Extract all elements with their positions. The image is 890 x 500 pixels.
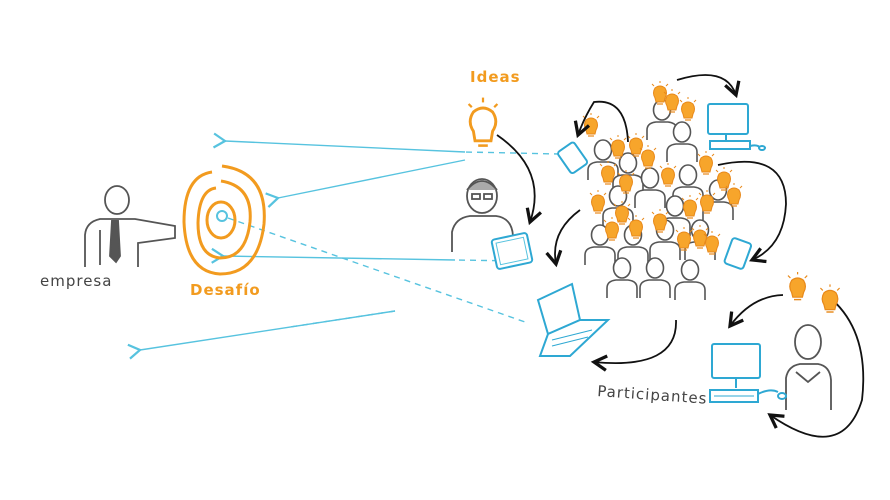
ideas-label: Ideas bbox=[470, 68, 521, 86]
curved-arrow-top bbox=[676, 74, 741, 99]
smartphone-icon-top bbox=[557, 141, 589, 175]
idea-bulbs-participant bbox=[787, 271, 841, 313]
arrow-to-target-lower bbox=[211, 247, 456, 264]
participantes-label: Participantes bbox=[597, 382, 708, 408]
participant-person-icon bbox=[785, 324, 832, 410]
desafio-label: Desafío bbox=[190, 281, 261, 299]
arrow-dashed-bottom bbox=[289, 310, 396, 328]
curved-arrow-loop bbox=[767, 295, 865, 438]
person-with-glasses-icon bbox=[451, 178, 514, 252]
empresa-label: empresa bbox=[40, 272, 112, 290]
curved-arrow-right bbox=[717, 160, 787, 264]
arrow-to-left-top bbox=[212, 132, 466, 153]
curved-arrow-left bbox=[545, 209, 581, 268]
curved-arrows bbox=[545, 74, 865, 438]
target-icon bbox=[182, 164, 266, 276]
smartphone-icon-right bbox=[723, 237, 752, 270]
arrow-from-target-to-laptop bbox=[227, 217, 526, 323]
arrow-to-target-upper bbox=[265, 159, 466, 208]
curved-arrow-to-computer bbox=[728, 294, 784, 329]
curved-arrow-ideas bbox=[496, 134, 542, 226]
arrow-dashed-top bbox=[464, 151, 561, 155]
businessman-icon bbox=[84, 185, 176, 267]
laptop-icon bbox=[536, 282, 611, 357]
lightbulb-icon bbox=[467, 97, 499, 147]
blue-arrows bbox=[127, 132, 561, 360]
desktop-computer-icon-top bbox=[707, 103, 766, 151]
curved-arrow-bottom bbox=[590, 319, 677, 372]
curved-arrow-left-top bbox=[573, 100, 629, 143]
arrow-bottom-left bbox=[127, 310, 396, 360]
desktop-computer-icon bbox=[709, 343, 787, 403]
tablet-icon bbox=[490, 232, 534, 270]
